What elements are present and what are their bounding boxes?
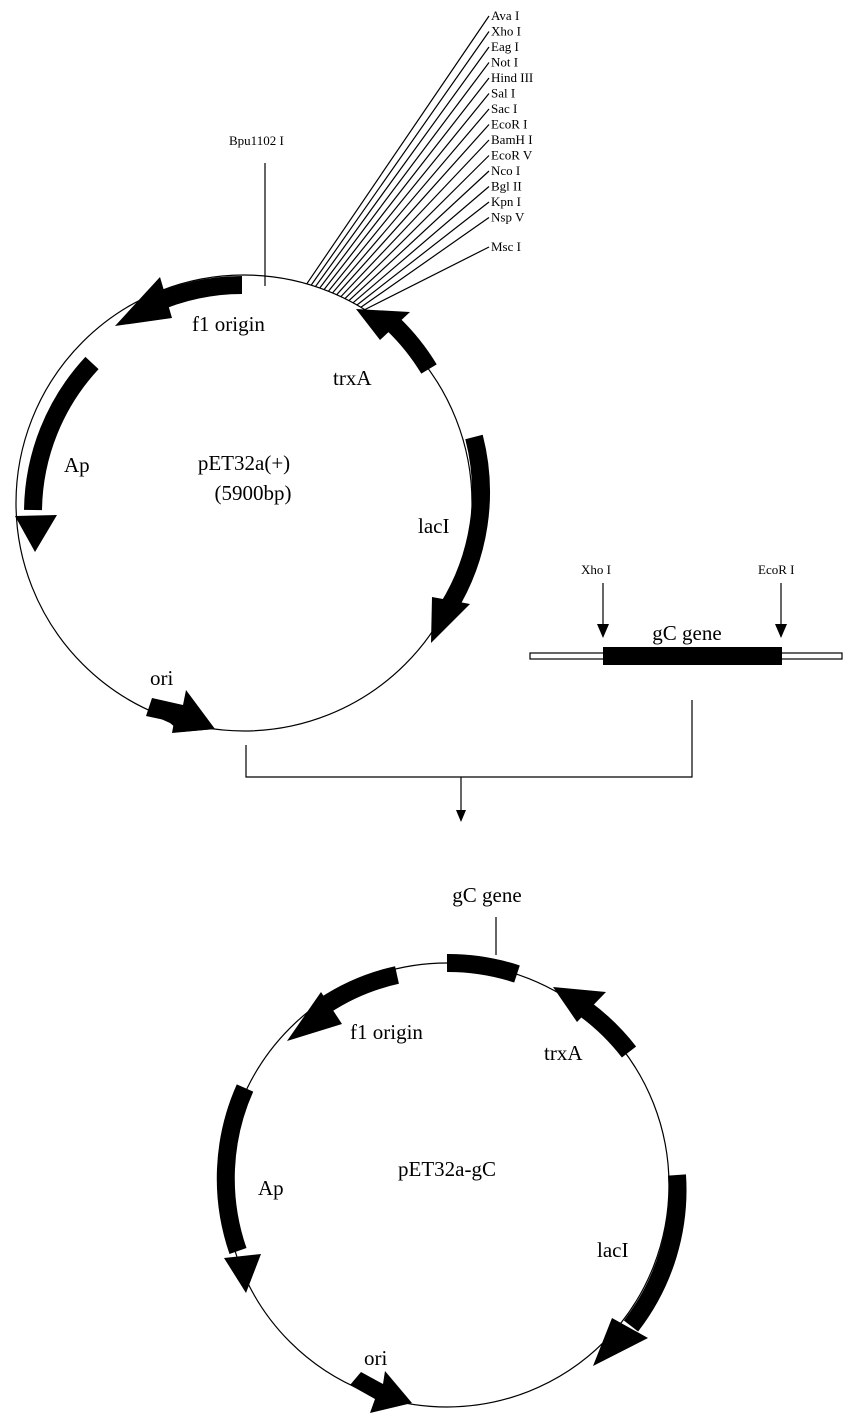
vector-ap-label: Ap xyxy=(64,453,90,477)
gc-gene-bar xyxy=(603,647,782,665)
ecori-site-label: EcoR I xyxy=(758,562,794,577)
vector-ori-label: ori xyxy=(150,666,173,690)
mcs-site-label: Eag I xyxy=(491,39,519,54)
mcs-site-label: Bgl II xyxy=(491,179,522,194)
product-ori-arrow xyxy=(350,1371,412,1413)
mcs-site-line xyxy=(344,155,490,300)
ecori-site-arrowhead xyxy=(775,624,787,638)
mcs-site-line xyxy=(340,139,490,298)
mcs-site-line xyxy=(352,186,490,304)
mcs-site-label: Hind III xyxy=(491,70,533,85)
vector-f1-label: f1 origin xyxy=(192,312,265,336)
mcs-site-line xyxy=(360,217,490,308)
product-insert-label: gC gene xyxy=(452,883,521,907)
mcs-site-label: Sal I xyxy=(491,86,515,101)
vector-trxa-label: trxA xyxy=(333,366,372,390)
product-name: pET32a-gC xyxy=(398,1157,496,1181)
product-laci-arrowhead xyxy=(593,1318,648,1366)
mcs-site-line xyxy=(315,46,490,287)
product-f1-origin-arrowhead xyxy=(287,992,342,1041)
mcs-site-line xyxy=(332,108,490,294)
xhoi-site-arrowhead xyxy=(597,624,609,638)
xhoi-site-label: Xho I xyxy=(581,562,611,577)
laci-arrowhead xyxy=(431,597,470,643)
mcs-site-label: Ava I xyxy=(491,8,519,23)
product-ap-label: Ap xyxy=(258,1176,284,1200)
mcs-site-line xyxy=(327,93,490,292)
mcs-site-line xyxy=(348,170,490,302)
product-ori-label: ori xyxy=(364,1346,387,1370)
mcs-site-line xyxy=(323,77,490,290)
mcs-site-line xyxy=(356,201,490,306)
product-f1-origin-arrow xyxy=(319,966,400,1014)
mcs-site-line xyxy=(310,31,490,286)
insert-backbone-left xyxy=(529,652,606,660)
insert-gene-label: gC gene xyxy=(652,621,721,645)
product-ap-arrowhead xyxy=(224,1254,261,1293)
f1-origin-arrowhead xyxy=(115,277,172,326)
mcs-site-label: Nsp V xyxy=(491,210,525,225)
mcs-site-line xyxy=(364,246,490,311)
mcs-site-label: Sac I xyxy=(491,101,517,116)
mcs-site-label: EcoR I xyxy=(491,117,527,132)
mcs-site-label: Xho I xyxy=(491,24,521,39)
mcs-site-label: EcoR V xyxy=(491,148,533,163)
vector-name: pET32a(+) xyxy=(198,451,290,475)
insert-fragment: gC gene Xho I EcoR I xyxy=(529,562,843,665)
ori-arrowhead xyxy=(146,690,215,733)
product-gc-gene-segment xyxy=(446,953,520,983)
product-map: f1 origin trxA Ap lacI ori pET32a-gC gC … xyxy=(216,883,687,1413)
insert-backbone-right xyxy=(779,652,843,660)
mcs-site-line xyxy=(306,15,490,285)
trxa-arrow xyxy=(386,317,437,374)
vector-map: f1 origin trxA Ap lacI ori pET32a(+) (59… xyxy=(15,8,533,733)
product-laci-label: lacI xyxy=(597,1238,628,1262)
ligation-arrowhead xyxy=(456,810,466,822)
mcs-site-label: Not I xyxy=(491,55,518,70)
product-laci-arrow xyxy=(623,1174,687,1332)
product-trxa-label: trxA xyxy=(544,1041,583,1065)
product-trxa-arrow xyxy=(579,1001,637,1058)
product-ap-arrow xyxy=(216,1084,254,1254)
bpu-site-label: Bpu1102 I xyxy=(229,133,284,148)
mcs-site-label: Kpn I xyxy=(491,194,521,209)
laci-arrow xyxy=(440,434,490,613)
mcs-site-label: Nco I xyxy=(491,163,520,178)
ligation-bracket xyxy=(245,700,693,778)
product-f1-label: f1 origin xyxy=(350,1020,423,1044)
mcs-site-line xyxy=(319,62,490,289)
mcs-site-label: BamH I xyxy=(491,132,533,147)
mcs-site-line xyxy=(336,124,490,296)
vector-size: (5900bp) xyxy=(215,481,292,505)
ap-arrow xyxy=(24,356,99,511)
vector-laci-label: lacI xyxy=(418,514,449,538)
ap-arrowhead xyxy=(15,515,57,552)
mcs-site-label: Msc I xyxy=(491,239,521,254)
product-trxa-arrowhead xyxy=(553,987,606,1022)
ligation-connector xyxy=(245,700,693,822)
trxa-arrowhead xyxy=(356,309,410,340)
